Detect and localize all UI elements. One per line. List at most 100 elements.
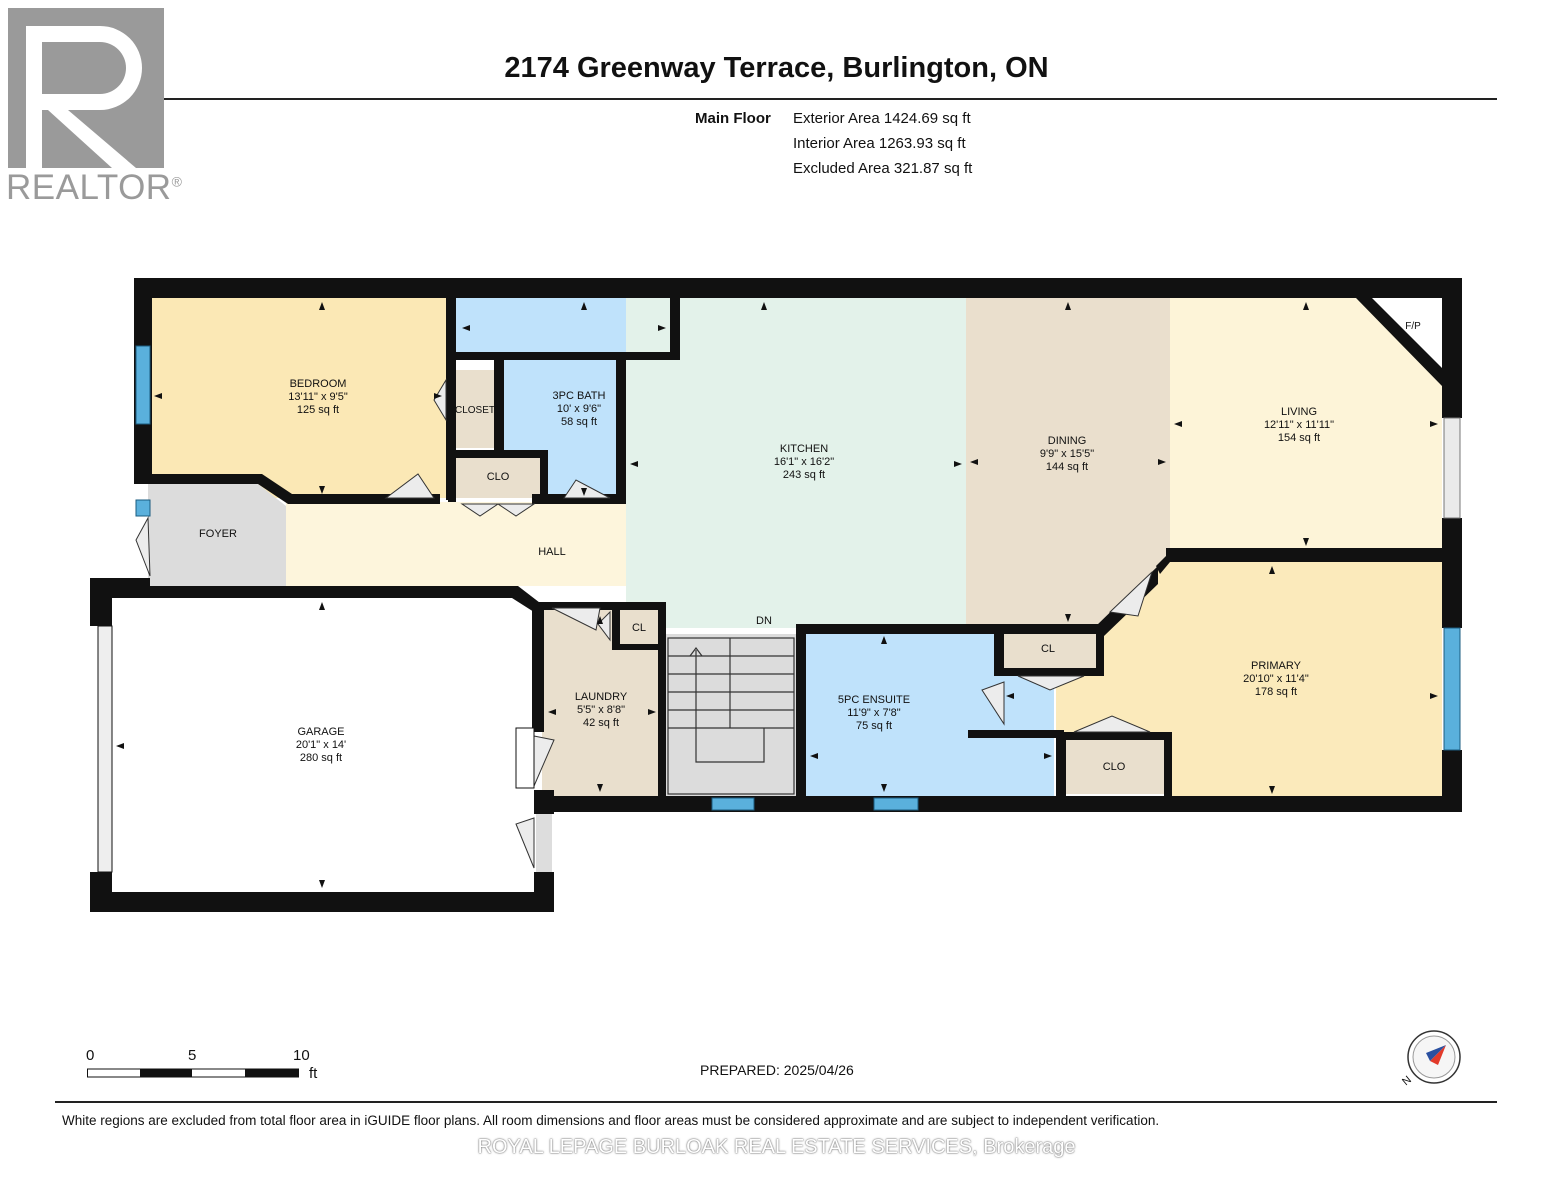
wall-clo-left bbox=[448, 450, 456, 502]
kitchen-fill bbox=[626, 298, 966, 628]
window-bedroom bbox=[135, 345, 151, 425]
clo-primary-fill bbox=[1066, 740, 1164, 794]
hall-fill bbox=[286, 502, 626, 586]
excluded-area: Excluded Area 321.87 sq ft bbox=[793, 160, 973, 177]
wall-cl-laundry-bottom bbox=[612, 644, 666, 650]
door-primary bbox=[1108, 571, 1153, 617]
wall-laundry-top bbox=[540, 602, 666, 610]
label-hall: HALL bbox=[538, 546, 566, 558]
bedroom-fill bbox=[150, 298, 448, 498]
page-title: 2174 Greenway Terrace, Burlington, ON bbox=[504, 52, 1049, 84]
door-laundry bbox=[551, 607, 601, 631]
wall-garage-top bbox=[90, 578, 544, 618]
window-stairs bbox=[711, 797, 755, 811]
brokerage-watermark: ROYAL LEPAGE BURLOAK REAL ESTATE SERVICE… bbox=[477, 1136, 1076, 1158]
scale-bar bbox=[87, 1068, 299, 1078]
exterior-area: Exterior Area 1424.69 sq ft bbox=[793, 110, 971, 127]
interior-area: Interior Area 1263.93 sq ft bbox=[793, 135, 966, 152]
wall-right-mid bbox=[1442, 518, 1462, 628]
door-clo-primary bbox=[1073, 715, 1151, 733]
wall-garage-right-lower bbox=[534, 872, 554, 912]
dining-fill bbox=[966, 298, 1170, 626]
window-living bbox=[1443, 417, 1461, 519]
door-bath bbox=[563, 479, 611, 499]
prepared-date: PREPARED: 2025/04/26 bbox=[700, 1062, 854, 1078]
disclaimer: White regions are excluded from total fl… bbox=[62, 1113, 1160, 1128]
wall-clo-primary-top bbox=[1056, 732, 1170, 740]
wall-cl-ensuite-left bbox=[994, 624, 1004, 676]
floor-label: Main Floor bbox=[695, 110, 771, 127]
closet-fill bbox=[456, 370, 496, 448]
wall-ensuite-left bbox=[796, 624, 806, 804]
label-dn: DN bbox=[756, 615, 772, 627]
wall-clo-primary-left bbox=[1056, 732, 1066, 812]
stairs-fill bbox=[664, 634, 798, 798]
wall-top bbox=[134, 278, 1462, 298]
label-clo-bath: CLO bbox=[486, 471, 510, 483]
wall-garage-right-upper bbox=[534, 790, 554, 814]
wall-fp bbox=[1356, 298, 1442, 386]
wall-bedroom-bottom bbox=[150, 474, 440, 504]
wall-ensuite-top bbox=[796, 624, 1102, 634]
primary-fill bbox=[1056, 562, 1442, 798]
label-fireplace: F/P bbox=[1405, 321, 1421, 332]
wall-bath-bottom-short bbox=[456, 352, 670, 360]
wall-bottom-east bbox=[534, 796, 1462, 812]
dimension-arrows bbox=[116, 302, 1438, 888]
wall-laundry-left bbox=[532, 602, 544, 732]
wall-clo-top bbox=[448, 450, 548, 458]
scale-tick-10: 10 bbox=[293, 1047, 310, 1064]
wall-hall-bottom-right bbox=[532, 494, 626, 504]
door-closet bbox=[433, 378, 447, 422]
window-primary bbox=[1443, 627, 1461, 751]
wall-closet-right bbox=[494, 360, 504, 450]
scale-tick-5: 5 bbox=[188, 1047, 197, 1064]
door-garage-step bbox=[515, 727, 535, 789]
foyer-fill bbox=[148, 484, 286, 586]
scale-tick-0: 0 bbox=[86, 1047, 95, 1064]
scale-unit: ft bbox=[309, 1065, 318, 1082]
garage-door-frame bbox=[97, 625, 113, 873]
door-cl-ensuite bbox=[1017, 675, 1085, 691]
wall-bath-stub bbox=[670, 298, 680, 360]
wall-laundry-right bbox=[658, 602, 666, 802]
living-fill bbox=[1170, 298, 1442, 550]
label-closet: CLOSET bbox=[454, 405, 495, 416]
door-bedroom bbox=[384, 473, 435, 499]
wall-cl-ensuite-bottom bbox=[994, 668, 1104, 676]
window-ensuite bbox=[873, 797, 919, 811]
label-cl-laundry: CL bbox=[631, 622, 647, 634]
wall-clo-right bbox=[540, 450, 548, 502]
wall-living-bottom bbox=[1166, 548, 1462, 562]
wall-garage-bottom bbox=[90, 892, 554, 912]
label-cl-ensuite: CL bbox=[1040, 643, 1056, 655]
door-ensuite bbox=[981, 681, 1005, 726]
realtor-wordmark: REALTOR® bbox=[6, 168, 183, 207]
label-clo-primary: CLO bbox=[1102, 761, 1126, 773]
wall-right-upper bbox=[1442, 278, 1462, 418]
compass-icon bbox=[1407, 1030, 1461, 1084]
window-foyer bbox=[135, 499, 151, 517]
door-garage-exit bbox=[515, 817, 535, 869]
label-foyer: FOYER bbox=[199, 528, 237, 540]
wall-cl-laundry bbox=[612, 602, 620, 648]
door-clo-bath-2 bbox=[496, 503, 536, 517]
realtor-logo-icon bbox=[8, 8, 164, 168]
wall-living-diag bbox=[1156, 552, 1170, 574]
door-cl-laundry bbox=[597, 610, 611, 642]
door-foyer bbox=[135, 516, 151, 577]
garage-right-frame bbox=[536, 814, 552, 872]
footer-divider bbox=[55, 1101, 1497, 1103]
staircase bbox=[667, 637, 795, 795]
clo-bath-fill bbox=[456, 456, 540, 498]
